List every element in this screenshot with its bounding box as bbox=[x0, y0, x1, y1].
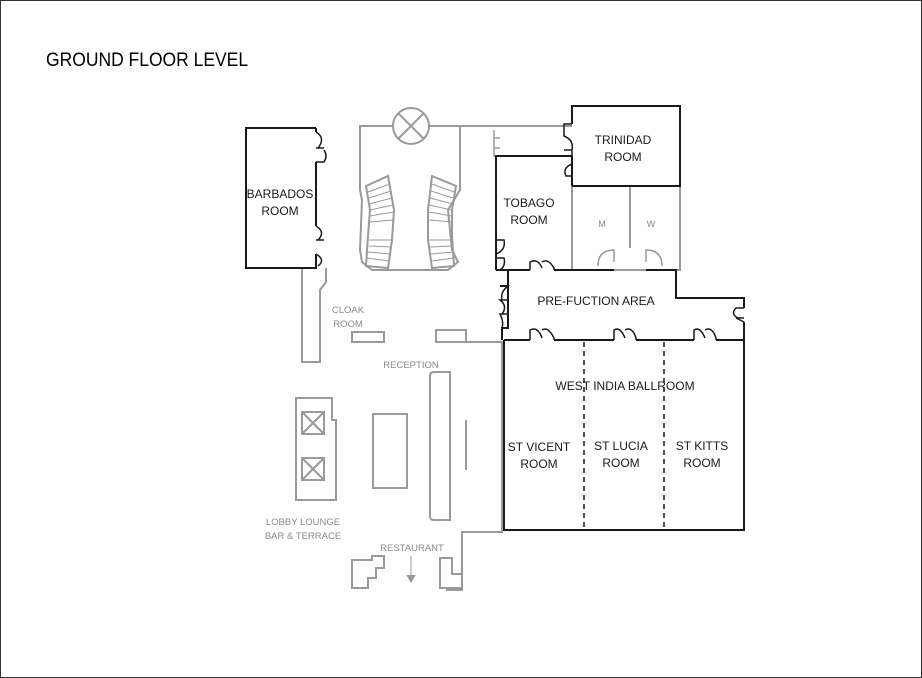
ballroom-door-a bbox=[529, 328, 555, 340]
barbados-door-bottom bbox=[315, 225, 324, 267]
restroom-block bbox=[571, 186, 681, 271]
trinidad-label-2: ROOM bbox=[604, 150, 641, 164]
cloak-label-2: ROOM bbox=[333, 319, 363, 330]
restaurant-pillar-right bbox=[439, 557, 463, 589]
prefunction-door-left bbox=[497, 285, 511, 329]
reception-desk-top bbox=[435, 329, 467, 343]
stair-flight-left bbox=[364, 174, 396, 270]
restaurant-arrow-icon bbox=[406, 575, 416, 583]
restroom-m-label: M bbox=[598, 219, 606, 229]
room-walls bbox=[245, 105, 745, 531]
floor-plan-title: GROUND FLOOR LEVEL bbox=[46, 50, 249, 71]
grey-walls bbox=[295, 107, 681, 591]
stair-hall-outline bbox=[358, 125, 461, 271]
restaurant-pillar-left bbox=[351, 555, 385, 589]
reception-wall bbox=[446, 341, 503, 591]
tobago-door-bottom bbox=[529, 260, 555, 270]
cloak-counter bbox=[351, 331, 385, 343]
reception-counter bbox=[429, 371, 451, 521]
st-lucia-label-2: ROOM bbox=[602, 456, 639, 470]
st-kitts-label-1: ST KITTS bbox=[676, 439, 728, 453]
st-vicent-label-2: ROOM bbox=[520, 457, 557, 471]
chandelier-cross-b bbox=[397, 112, 425, 140]
lobby-label-2: BAR & TERRACE bbox=[265, 531, 341, 542]
room-labels: BARBADOS ROOM TRINIDAD ROOM TOBAGO ROOM … bbox=[247, 133, 729, 471]
restroom-door-m bbox=[597, 249, 615, 267]
stair-flight-right bbox=[427, 174, 458, 270]
elevator-b bbox=[301, 457, 325, 481]
tobago-door-side bbox=[495, 239, 506, 271]
corridor-door-mark bbox=[493, 130, 502, 157]
elevator-a bbox=[301, 411, 325, 435]
ballroom-door-c bbox=[693, 328, 717, 340]
reception-label: RECEPTION bbox=[383, 360, 439, 371]
prefunction-label: PRE-FUCTION AREA bbox=[537, 294, 654, 308]
barbados-label-1: BARBADOS bbox=[247, 187, 314, 201]
prefunction-top-wall bbox=[496, 269, 745, 308]
restroom-door-w bbox=[645, 249, 663, 267]
lobby-table bbox=[372, 413, 408, 489]
barbados-door-top bbox=[315, 131, 327, 163]
lobby-label-1: LOBBY LOUNGE bbox=[266, 517, 340, 528]
stair-treads bbox=[366, 183, 455, 262]
ballroom-label: WEST INDIA BALLROOM bbox=[555, 379, 694, 393]
prefunction-door-right bbox=[732, 307, 745, 323]
barbados-room-wall bbox=[245, 127, 317, 269]
st-lucia-label-1: ST LUCIA bbox=[594, 439, 648, 453]
ballroom-door-b bbox=[613, 328, 637, 340]
tobago-label-2: ROOM bbox=[510, 213, 547, 227]
tobago-label-1: TOBAGO bbox=[503, 196, 554, 210]
restroom-w-label: W bbox=[647, 219, 656, 229]
st-vicent-label-1: ST VICENT bbox=[508, 440, 571, 454]
restaurant-label: RESTAURANT bbox=[380, 543, 444, 554]
st-kitts-label-2: ROOM bbox=[683, 456, 720, 470]
barbados-label-2: ROOM bbox=[261, 204, 298, 218]
area-labels: CLOAK ROOM RECEPTION LOBBY LOUNGE BAR & … bbox=[265, 305, 444, 554]
tobago-room-wall bbox=[495, 155, 573, 270]
trinidad-label-1: TRINIDAD bbox=[595, 133, 652, 147]
ballroom-wall bbox=[503, 339, 745, 531]
cloak-label-1: CLOAK bbox=[332, 305, 365, 316]
cloak-room-wall bbox=[301, 268, 327, 363]
lounge-block bbox=[295, 397, 337, 501]
